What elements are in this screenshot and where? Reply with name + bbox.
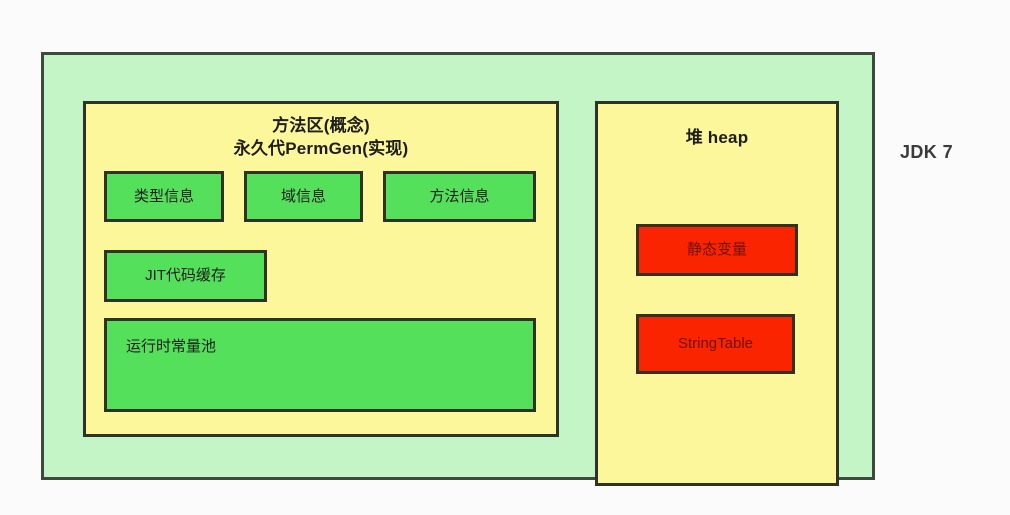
string-table-label: StringTable [677,335,754,352]
field-info-box: 域信息 [244,171,363,222]
type-info-label: 类型信息 [133,187,194,205]
field-info-label: 域信息 [280,187,326,205]
static-variables-box: 静态变量 [636,224,798,276]
method-info-label: 方法信息 [429,187,490,205]
static-variables-label: 静态变量 [686,241,747,258]
method-area-title-line2: 永久代PermGen(实现) [233,139,409,158]
heap-area-title: 堆 heap [685,128,749,147]
method-area-box: 方法区(概念) 永久代PermGen(实现) 类型信息 域信息 方法信息 JIT… [83,101,559,437]
runtime-constant-pool-label: 运行时常量池 [126,338,217,355]
jdk-version-caption: JDK 7 [900,142,954,162]
jit-code-cache-box: JIT代码缓存 [104,250,267,302]
runtime-constant-pool-box: 运行时常量池 [104,318,536,412]
method-area-title-line1: 方法区(概念) [272,116,370,135]
method-info-box: 方法信息 [383,171,536,222]
heap-area-box: 堆 heap 静态变量 StringTable [595,101,839,486]
type-info-box: 类型信息 [104,171,224,222]
jit-code-cache-label: JIT代码缓存 [145,267,226,284]
runtime-data-area: 方法区(概念) 永久代PermGen(实现) 类型信息 域信息 方法信息 JIT… [41,52,875,486]
method-area-title: 方法区(概念) 永久代PermGen(实现) [86,114,556,160]
string-table-box: StringTable [636,314,795,374]
